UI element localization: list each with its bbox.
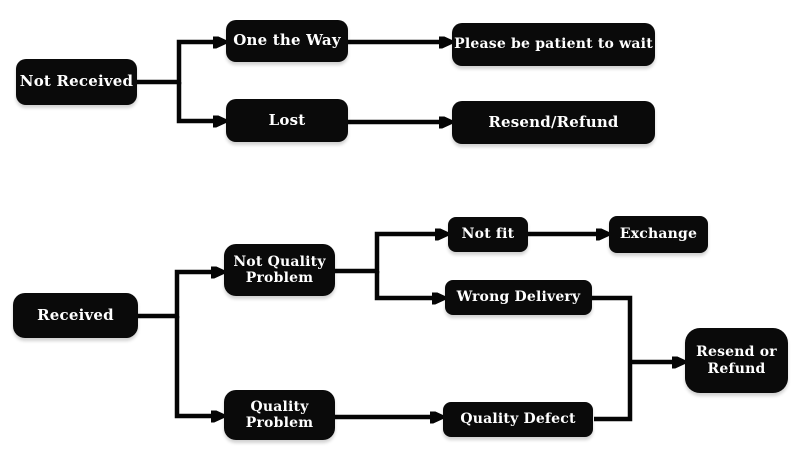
- edge-received-to-not-quality-problem: [138, 272, 223, 319]
- node-wrong-delivery: Wrong Delivery: [445, 280, 592, 315]
- edge-merge-wrong-delivery-quality-defect: [592, 295, 633, 422]
- edge-not-received-to-lost: [176, 82, 225, 121]
- edge-received-to-quality-problem: [174, 316, 223, 416]
- node-not-fit: Not fit: [448, 217, 528, 252]
- node-quality-problem: Quality Problem: [224, 390, 335, 440]
- node-not-received: Not Received: [16, 59, 137, 105]
- node-be-patient: Please be patient to wait: [452, 23, 655, 66]
- node-received: Received: [13, 293, 138, 338]
- edge-not-received-to-one-the-way: [137, 42, 225, 85]
- node-resend-slash-refund: Resend/Refund: [452, 101, 655, 144]
- node-not-quality-problem: Not Quality Problem: [224, 244, 335, 296]
- node-one-the-way: One the Way: [226, 20, 348, 62]
- node-resend-or-refund: Resend or Refund: [685, 328, 788, 393]
- node-exchange: Exchange: [609, 216, 708, 253]
- node-quality-defect: Quality Defect: [443, 402, 593, 437]
- edge-not-quality-problem-to-wrong-delivery: [374, 271, 444, 298]
- node-lost: Lost: [226, 99, 348, 142]
- edge-not-quality-problem-to-not-fit: [335, 234, 447, 274]
